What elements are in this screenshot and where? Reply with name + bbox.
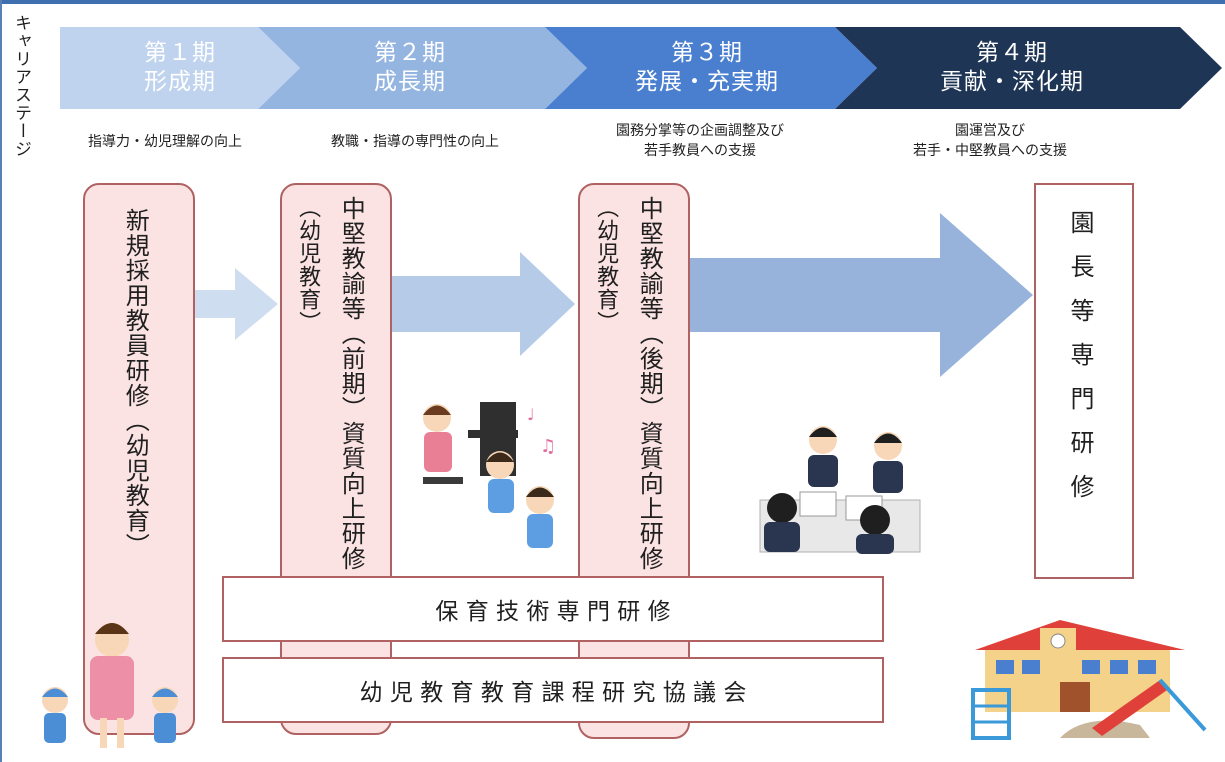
stage-4-name: 貢献・深化期 — [940, 69, 1084, 95]
stage-1-chevron — [60, 27, 300, 109]
flow-arrow-3 — [688, 213, 1033, 377]
stage-3-title: 第３期 発展・充実期 — [587, 27, 827, 109]
mid-late-training-sub: （幼児教育） — [593, 196, 619, 334]
stage-3-chevron — [545, 27, 877, 109]
stage-3-period: 第３期 — [671, 40, 743, 67]
teacher-with-children-illustration — [42, 623, 178, 748]
stage-2-name: 成長期 — [374, 69, 446, 95]
career-stage-label: キャリアステージ — [11, 14, 31, 158]
stage-2-description: 教職・指導の専門性の向上 — [331, 134, 499, 150]
new-teacher-training-text: 新規採用教員研修（幼児教育） — [121, 208, 150, 558]
principal-training-box — [1034, 183, 1134, 579]
childcare-skill-training: 保 育 技 術 専 門 研 修 — [222, 576, 884, 642]
stage-4-description: 園運営及び 若手・中堅教員への支援 — [913, 123, 1067, 159]
stage-2-chevron — [258, 27, 587, 109]
stage-3-description: 園務分掌等の企画調整及び 若手教員への支援 — [616, 123, 784, 159]
flow-arrow-2 — [390, 252, 575, 356]
mid-late-training-main: 中堅教諭等（後期）資質向上研修 — [635, 196, 664, 571]
stage-4-chevron — [835, 27, 1222, 109]
stage-4-title: 第４期 貢献・深化期 — [877, 27, 1147, 109]
stage-1-period: 第１期 — [144, 40, 216, 67]
stage-4-period: 第４期 — [976, 40, 1048, 67]
stage-1-name: 形成期 — [144, 69, 216, 95]
mid-early-training-sub: （幼児教育） — [295, 196, 321, 334]
stage-2-title: 第２期 成長期 — [300, 27, 520, 109]
left-border — [0, 0, 2, 762]
piano-children-illustration: ♩ ♫ — [423, 402, 556, 548]
stage-1-title: 第１期 形成期 — [80, 27, 280, 109]
svg-text:♩: ♩ — [527, 405, 535, 424]
kindergarten-building-illustration — [971, 620, 1207, 740]
principal-training-text: 園長等専門研修 — [1066, 210, 1094, 518]
mid-early-training-main: 中堅教諭等（前期）資質向上研修 — [337, 196, 366, 571]
curriculum-council: 幼 児 教 育 教 育 課 程 研 究 協 議 会 — [222, 657, 884, 723]
stage-3-name: 発展・充実期 — [635, 69, 779, 95]
flow-arrow-1 — [195, 268, 278, 340]
svg-text:♫: ♫ — [540, 436, 556, 457]
meeting-illustration — [759, 426, 921, 554]
stage-2-period: 第２期 — [374, 40, 446, 67]
mid-late-training-box — [578, 183, 690, 739]
mid-early-training-box — [280, 183, 392, 735]
stage-1-description: 指導力・幼児理解の向上 — [88, 134, 242, 150]
top-border — [0, 0, 1225, 4]
